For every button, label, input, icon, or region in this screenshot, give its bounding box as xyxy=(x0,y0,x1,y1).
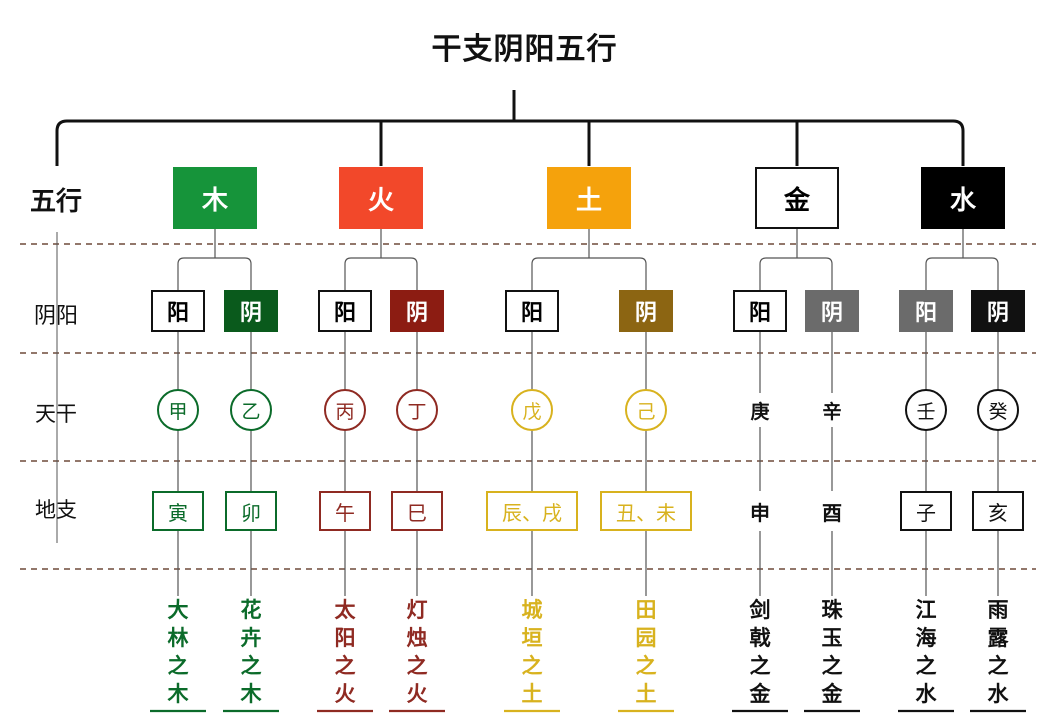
nayin-char: 木 xyxy=(167,682,189,706)
yinyang-fork xyxy=(531,257,647,290)
stem-water-1: 癸 xyxy=(977,389,1019,431)
element-box-water: 水 xyxy=(921,167,1005,229)
stem-earth-1: 己 xyxy=(625,389,667,431)
nayin-earth-0: 城垣之土 xyxy=(507,596,557,710)
yinyang-fork xyxy=(177,257,252,290)
nayin-char: 烛 xyxy=(406,626,428,650)
row-label-wuxing: 五行 xyxy=(29,187,82,217)
nayin-char: 露 xyxy=(987,626,1009,650)
nayin-char: 垣 xyxy=(521,626,543,650)
nayin-char: 之 xyxy=(240,654,262,678)
branch-fire-0: 午 xyxy=(319,491,371,531)
yang-box-water: 阳 xyxy=(899,290,953,332)
nayin-char: 灯 xyxy=(406,598,428,622)
diagram-title: 干支阴阳五行 xyxy=(431,32,618,67)
nayin-fire-0: 太阳之火 xyxy=(320,596,370,710)
yin-box-water: 阴 xyxy=(971,290,1025,332)
nayin-char: 水 xyxy=(915,682,937,706)
nayin-char: 戟 xyxy=(749,626,771,650)
yinyang-fork xyxy=(344,257,418,290)
nayin-char: 木 xyxy=(240,682,262,706)
yang-box-fire: 阳 xyxy=(318,290,372,332)
nayin-char: 林 xyxy=(167,626,189,650)
nayin-earth-1: 田园之土 xyxy=(621,596,671,710)
nayin-char: 海 xyxy=(915,626,937,650)
stem-metal-1: 辛 xyxy=(815,393,849,427)
yang-box-metal: 阳 xyxy=(733,290,787,332)
nayin-char: 之 xyxy=(521,654,543,678)
nayin-char: 玉 xyxy=(821,626,843,650)
nayin-fire-1: 灯烛之火 xyxy=(392,596,442,710)
nayin-water-0: 江海之水 xyxy=(901,596,951,710)
yang-box-wood: 阳 xyxy=(151,290,205,332)
element-box-metal: 金 xyxy=(755,167,839,229)
nayin-char: 之 xyxy=(749,654,771,678)
nayin-char: 之 xyxy=(821,654,843,678)
nayin-char: 阳 xyxy=(334,626,356,650)
nayin-char: 太 xyxy=(334,598,356,622)
nayin-char: 金 xyxy=(749,682,771,706)
branch-earth-1: 丑、未 xyxy=(600,491,692,531)
nayin-char: 金 xyxy=(821,682,843,706)
nayin-char: 江 xyxy=(915,598,937,622)
row-label-yinyang: 阴阳 xyxy=(33,304,78,329)
nayin-char: 水 xyxy=(987,682,1009,706)
stem-water-0: 壬 xyxy=(905,389,947,431)
nayin-char: 田 xyxy=(635,598,657,622)
nayin-char: 土 xyxy=(635,682,657,706)
nayin-char: 之 xyxy=(334,654,356,678)
stem-fire-1: 丁 xyxy=(396,389,438,431)
nayin-char: 之 xyxy=(406,654,428,678)
yin-box-wood: 阴 xyxy=(224,290,278,332)
element-box-fire: 火 xyxy=(339,167,423,229)
row-label-dizhi: 地支 xyxy=(35,498,77,522)
nayin-char: 珠 xyxy=(821,598,843,622)
yang-box-earth: 阳 xyxy=(505,290,559,332)
nayin-char: 火 xyxy=(334,682,356,706)
branch-earth-0: 辰、戌 xyxy=(486,491,578,531)
tree-bar xyxy=(55,119,965,166)
yinyang-fork xyxy=(925,257,999,290)
nayin-char: 城 xyxy=(521,598,543,622)
nayin-char: 之 xyxy=(167,654,189,678)
branch-metal-0: 申 xyxy=(734,491,786,531)
nayin-water-1: 雨露之水 xyxy=(973,596,1023,710)
nayin-char: 火 xyxy=(406,682,428,706)
nayin-wood-1: 花卉之木 xyxy=(226,596,276,710)
stem-metal-0: 庚 xyxy=(743,393,777,427)
nayin-metal-0: 剑戟之金 xyxy=(735,596,785,710)
element-box-earth: 土 xyxy=(547,167,631,229)
nayin-char: 之 xyxy=(987,654,1009,678)
yin-box-earth: 阴 xyxy=(619,290,673,332)
nayin-char: 卉 xyxy=(240,626,262,650)
yin-box-metal: 阴 xyxy=(805,290,859,332)
nayin-char: 雨 xyxy=(987,598,1009,622)
branch-wood-1: 卯 xyxy=(225,491,277,531)
yinyang-fork xyxy=(759,257,833,290)
stem-wood-1: 乙 xyxy=(230,389,272,431)
stem-fire-0: 丙 xyxy=(324,389,366,431)
nayin-char: 土 xyxy=(521,682,543,706)
element-box-wood: 木 xyxy=(173,167,257,229)
branch-water-1: 亥 xyxy=(972,491,1024,531)
row-label-tiangan: 天干 xyxy=(35,402,77,426)
nayin-char: 之 xyxy=(915,654,937,678)
nayin-metal-1: 珠玉之金 xyxy=(807,596,857,710)
nayin-char: 园 xyxy=(635,626,657,650)
yin-box-fire: 阴 xyxy=(390,290,444,332)
branch-fire-1: 巳 xyxy=(391,491,443,531)
nayin-char: 剑 xyxy=(749,598,771,622)
branch-metal-1: 酉 xyxy=(806,491,858,531)
nayin-char: 花 xyxy=(240,598,262,622)
stem-wood-0: 甲 xyxy=(157,389,199,431)
stem-earth-0: 戊 xyxy=(511,389,553,431)
nayin-char: 大 xyxy=(167,598,189,622)
nayin-char: 之 xyxy=(635,654,657,678)
branch-water-0: 子 xyxy=(900,491,952,531)
branch-wood-0: 寅 xyxy=(152,491,204,531)
nayin-wood-0: 大林之木 xyxy=(153,596,203,710)
